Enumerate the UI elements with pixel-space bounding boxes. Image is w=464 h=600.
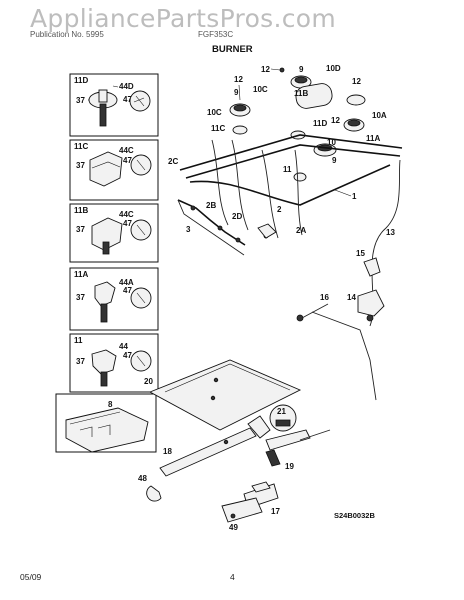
model-number: FGF353C [198,30,234,39]
panel-part-number: 37 [76,161,85,170]
panel-part-number: 11C [74,142,88,151]
panel-part-number: 44C [119,146,134,155]
pressure-regulator: 15 14 16 [296,249,385,401]
page-number: 4 [230,572,235,582]
callout-c19: 19 [285,462,294,471]
panel-part-number: 11B [74,206,88,215]
callout-c12a: 12 [261,65,270,74]
section-title: BURNER [212,44,253,55]
panel-11c: 11C 44C 37 47 [69,139,159,201]
panel-part-number: 11A [74,270,88,279]
burner-shield: 20 21 [144,359,302,432]
burner-bracket: 48 [138,474,162,502]
panel-part-number: 44D [119,82,134,91]
callout-c2a: 2A [296,226,306,235]
callout-c12b: 12 [234,75,243,84]
watermark: AppliancePartsPros.com [30,4,337,33]
callout-c9c: 9 [332,156,337,165]
panel-11: 11 44 37 47 [69,333,159,393]
panel-part-number: 47 [123,95,132,104]
panel-part-number: 47 [123,219,132,228]
panel-part-number: 11 [74,336,83,345]
callout-c10a: 10A [372,111,387,120]
callout-c1: 1 [352,192,357,201]
callout-c2: 2 [277,205,282,214]
panel-part-number: 37 [76,293,85,302]
oven-valve: 17 49 [221,481,280,532]
callout-c10c_top: 10C [253,85,268,94]
panel-part-number: 8 [108,400,113,409]
diagram-code: S24B0032B [334,511,375,520]
callout-c20: 20 [144,377,153,386]
callout-c10c: 10C [207,108,222,117]
top-burner-assembly: 12 9 10D 10C 11B 12 9 10C 12 10A 11C 11D… [168,64,387,182]
callout-c16: 16 [320,293,329,302]
panel-part-number: 44A [119,278,134,287]
callout-c11b: 11B [294,89,308,98]
callout-c12d: 12 [352,77,361,86]
footer-date: 05/09 [20,572,42,582]
callout-c9b: 9 [234,88,239,97]
bake-burner: 18 19 [159,415,331,477]
panel-11a: 11A 44A 37 47 [69,267,159,331]
callout-c21: 21 [277,407,286,416]
callout-c14: 14 [347,293,356,302]
callout-c49: 49 [229,523,238,532]
callout-c18: 18 [163,447,172,456]
panel-part-number: 37 [76,96,85,105]
callout-c9a: 9 [299,65,304,74]
callout-c3: 3 [186,225,191,234]
callout-c48: 48 [138,474,147,483]
callout-c2b: 2B [206,201,216,210]
callout-c11c: 11C [211,124,225,133]
panel-part-number: 44C [119,210,134,219]
callout-c2d: 2D [232,212,242,221]
panel-11d: 11D 44D 37 47 [69,73,159,137]
publication-number: Publication No. 5995 [30,30,104,39]
callout-c13: 13 [386,228,395,237]
panel-11b: 11B 44C 37 47 [69,203,159,263]
panel-part-number: 37 [76,357,85,366]
manifold-assembly: 2B 2D 2 3 2A 1 [177,134,403,256]
callout-c10: 10 [327,138,336,147]
panel-part-number: 47 [123,286,132,295]
callout-c11d: 11D [313,119,327,128]
callout-c2c: 2C [168,157,178,166]
panel-part-number: 44 [119,342,128,351]
panel-part-number: 37 [76,225,85,234]
panel-label: 11D [74,76,88,85]
callout-c17: 17 [271,507,280,516]
panel-part-number: 47 [123,156,132,165]
callout-c11a: 11A [366,134,380,143]
panel-part-number: 47 [123,351,132,360]
callout-c10d: 10D [326,64,341,73]
panel-8: 8 [55,393,157,453]
callout-c15: 15 [356,249,365,258]
callout-c11: 11 [283,165,292,174]
callout-c12e: 12 [331,116,340,125]
